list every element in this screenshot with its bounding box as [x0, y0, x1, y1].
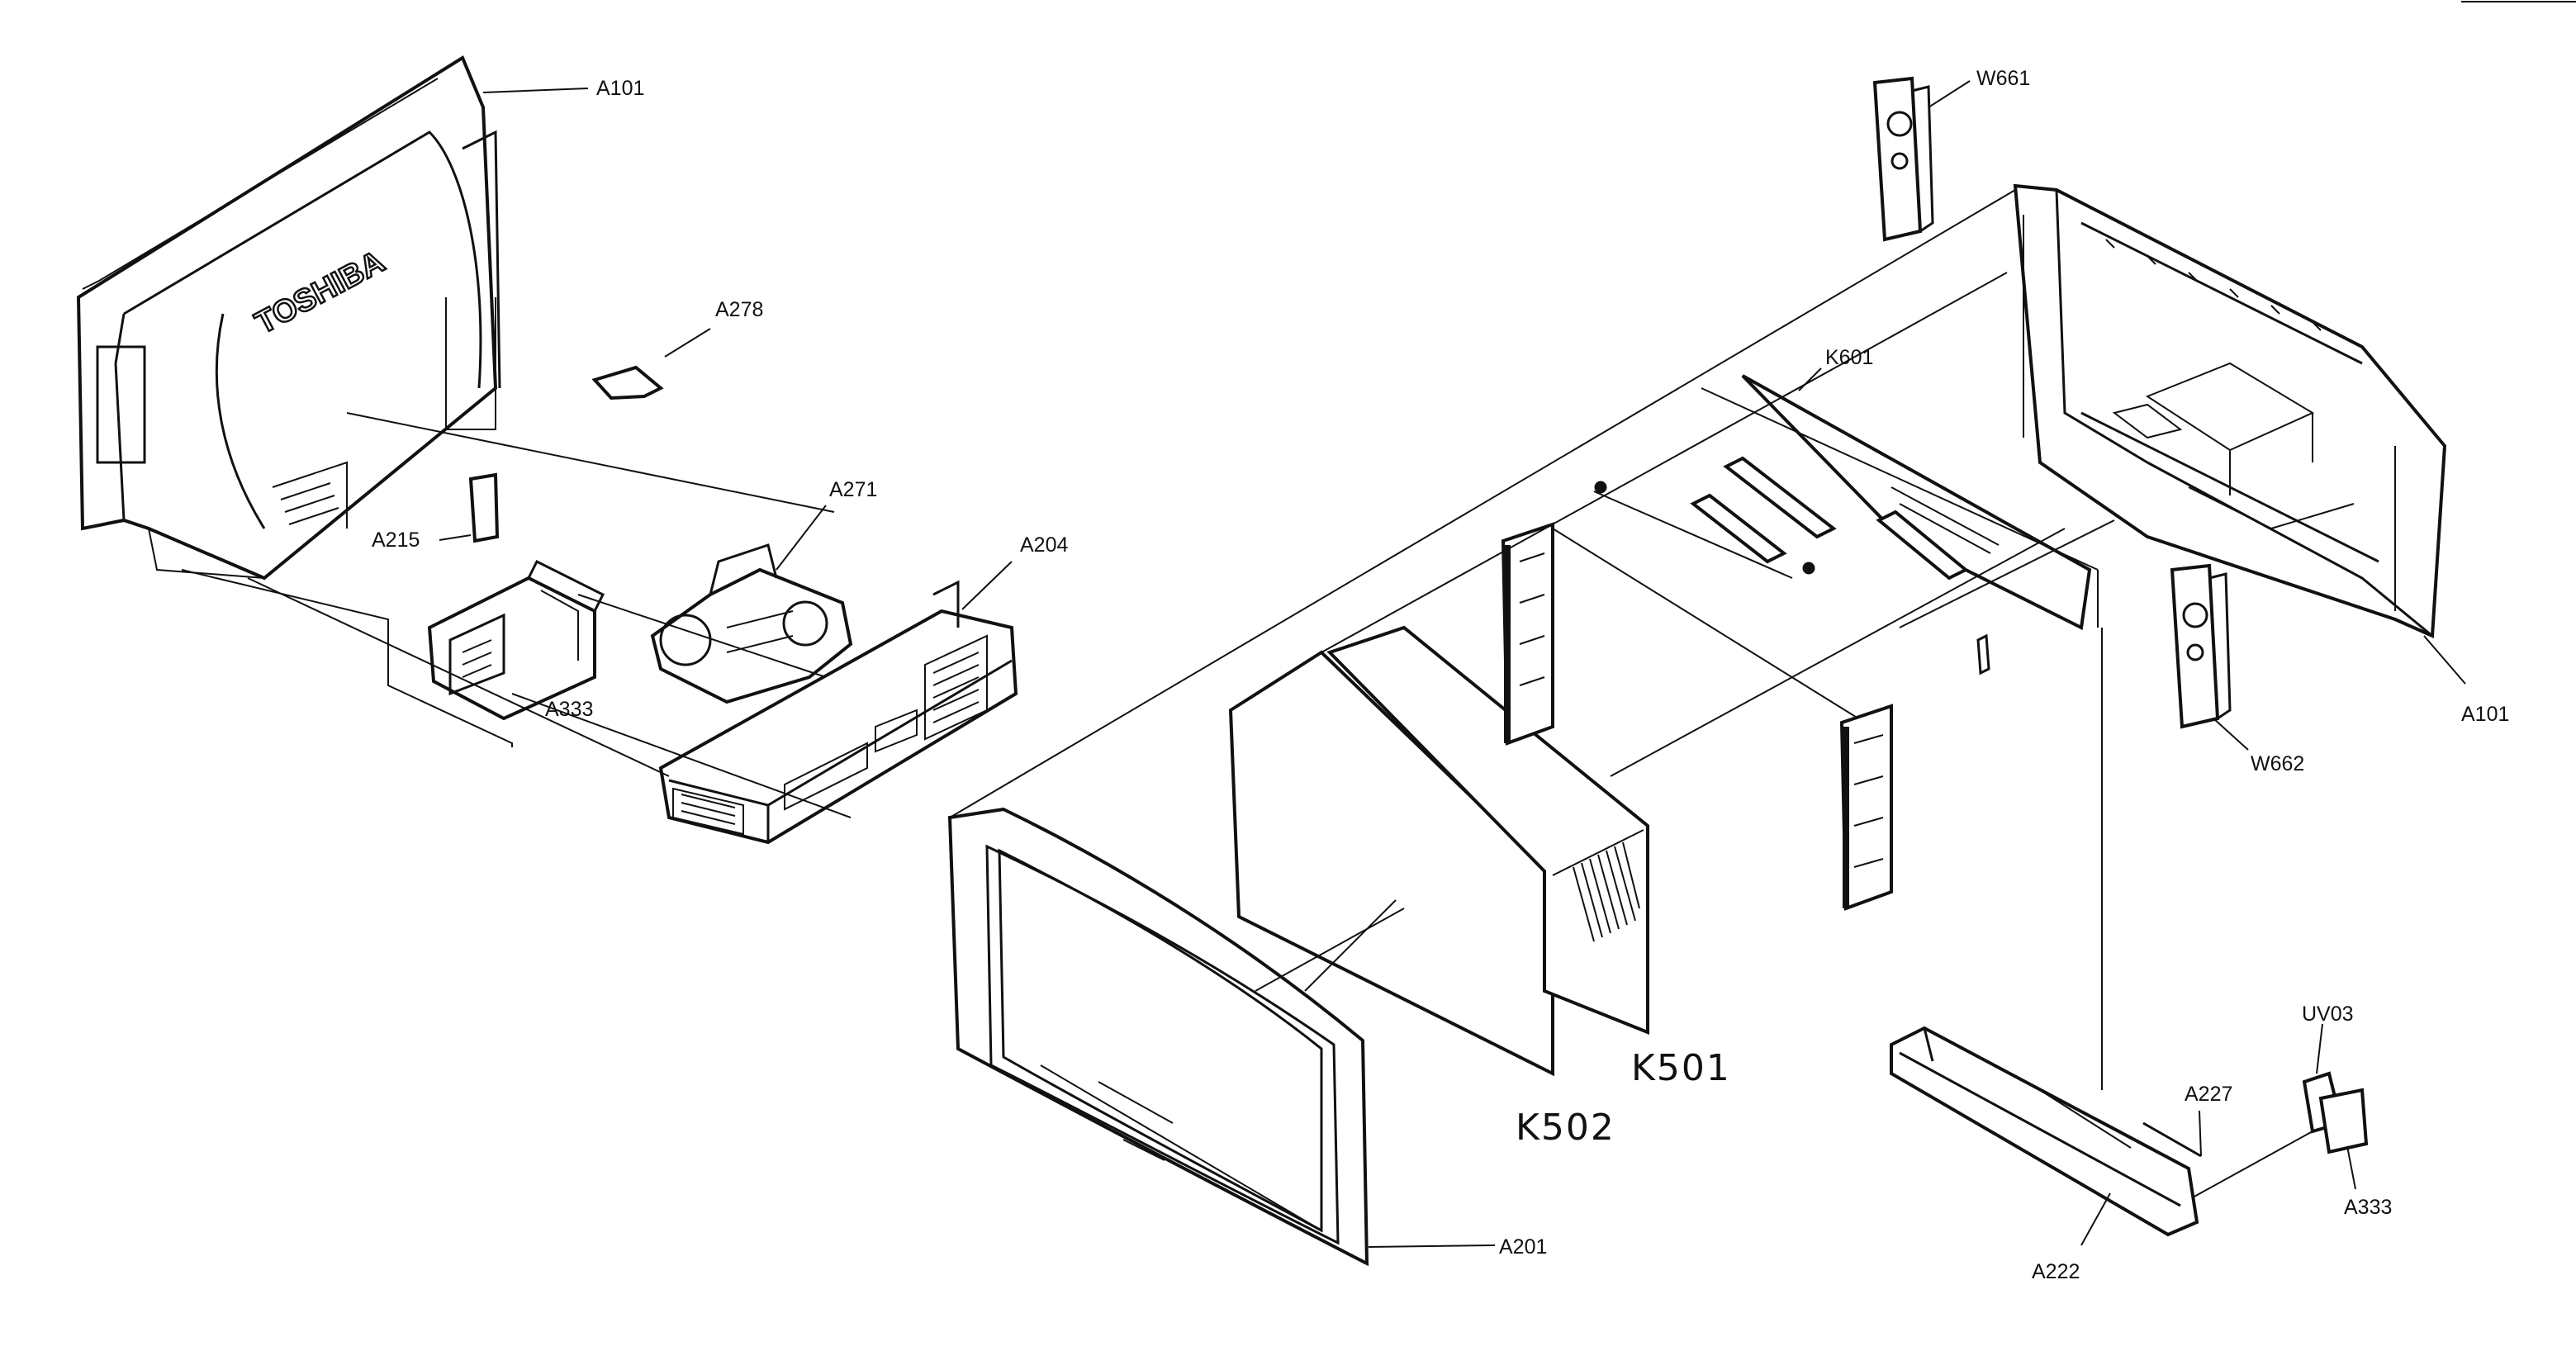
left-guide-lines	[181, 412, 852, 818]
right-guide-lines	[2101, 628, 2313, 1198]
part-a215	[468, 472, 500, 543]
front-frame-a201	[947, 807, 1369, 1267]
part-a278	[445, 297, 664, 430]
screw-parts	[1594, 481, 1990, 676]
label-k501: K501	[1631, 1047, 1731, 1089]
label-a215: A215	[372, 529, 420, 552]
label-k601: K601	[1825, 346, 1873, 369]
label-a204: A204	[1020, 533, 1068, 557]
label-a333-right: A333	[2344, 1196, 2392, 1219]
label-w662: W662	[2251, 752, 2304, 775]
lens-frame-left	[1501, 522, 1554, 746]
speaker-w661	[1872, 76, 1934, 242]
label-a201: A201	[1499, 1235, 1547, 1259]
label-k502: K502	[1516, 1107, 1615, 1149]
label-a278: A278	[715, 298, 763, 321]
label-uv03: UV03	[2302, 1003, 2354, 1026]
label-a227: A227	[2185, 1083, 2232, 1106]
leader-lines	[439, 80, 2466, 1248]
speaker-w662	[2170, 563, 2232, 729]
strip-a227	[2142, 1121, 2202, 1158]
label-a101-right: A101	[2461, 703, 2509, 726]
screen-k501	[1326, 625, 1649, 1035]
cabinet-frame-a101-right	[2013, 183, 2447, 638]
mirror-k601	[1741, 374, 2092, 631]
bottom-bezel-a222	[1890, 1026, 2199, 1237]
rear-cabinet-a101: TOSHIBA	[76, 55, 501, 581]
label-a222: A222	[2032, 1260, 2080, 1283]
center-guide-lines	[949, 189, 2115, 992]
label-a101-top: A101	[596, 77, 644, 100]
board-a333-right	[2318, 1088, 2369, 1154]
part-labels: A101 A278 A215 A271 A204 A333 W661 K601 …	[372, 67, 2509, 1283]
label-a271: A271	[829, 478, 877, 501]
lens-frame-right	[1839, 704, 1893, 911]
label-a333-left: A333	[545, 698, 593, 721]
base-chassis-a204	[658, 580, 1018, 845]
mirror-rails	[1690, 456, 1969, 581]
label-w661: W661	[1976, 67, 2030, 90]
